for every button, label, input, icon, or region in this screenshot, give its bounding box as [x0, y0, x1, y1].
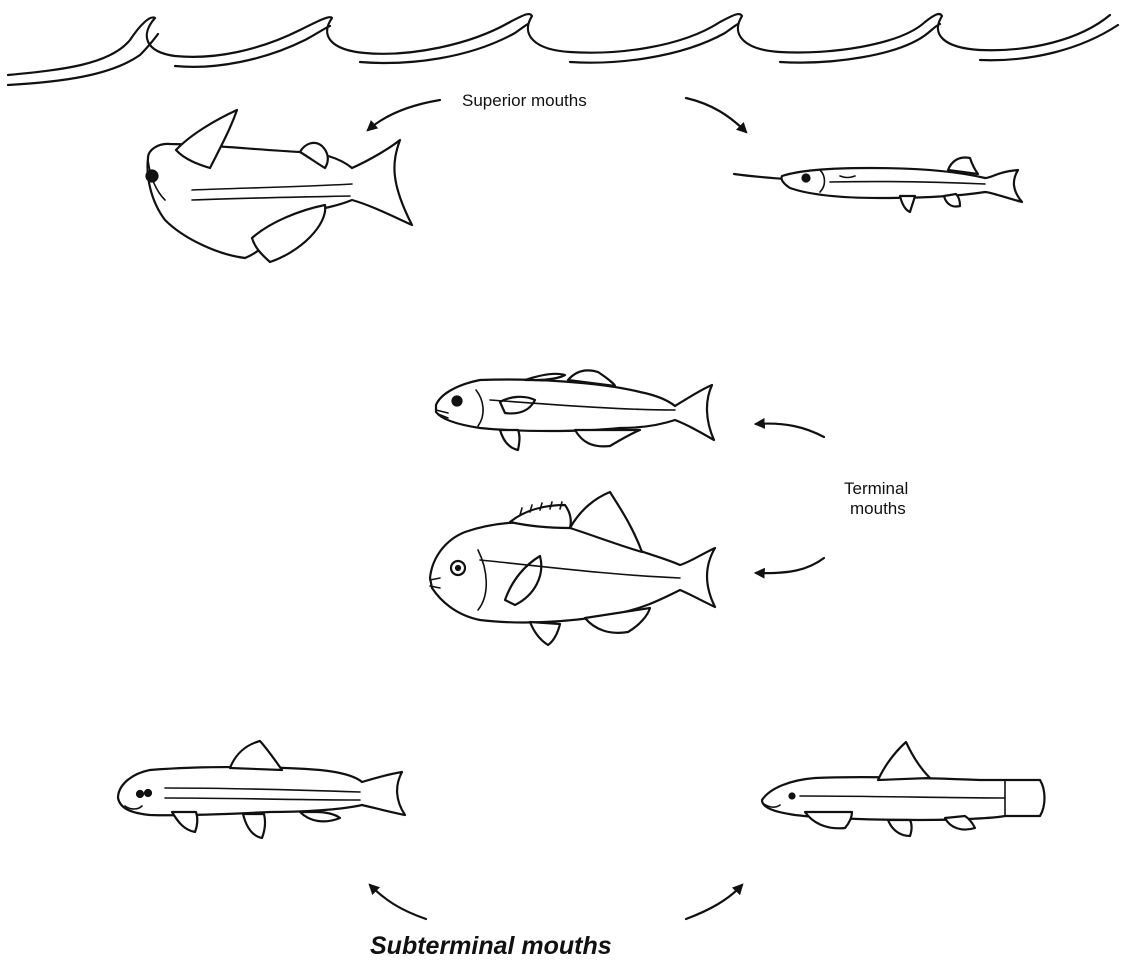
- arrow-terminal-upper: [756, 424, 824, 437]
- arrow-superior-right: [686, 98, 746, 132]
- terminal-mouths-label-line1: Terminal: [844, 479, 908, 498]
- terminal-mouths-label-line2: mouths: [850, 499, 906, 518]
- hatchetfish-illustration: [146, 110, 412, 262]
- arrow-subterminal-left: [370, 885, 426, 919]
- bluefish-illustration: [436, 370, 714, 450]
- loach-illustration: [762, 742, 1045, 836]
- superior-mouths-label: Superior mouths: [462, 91, 587, 110]
- subterminal-mouths-label: Subterminal mouths: [370, 932, 612, 960]
- halfbeak-illustration: [734, 158, 1022, 213]
- arrow-subterminal-right: [686, 885, 742, 919]
- arrow-superior-left: [368, 100, 440, 130]
- perch-illustration: [430, 492, 715, 645]
- dace-illustration: [118, 741, 405, 838]
- water-surface: [8, 14, 1118, 85]
- arrow-terminal-lower: [756, 558, 824, 573]
